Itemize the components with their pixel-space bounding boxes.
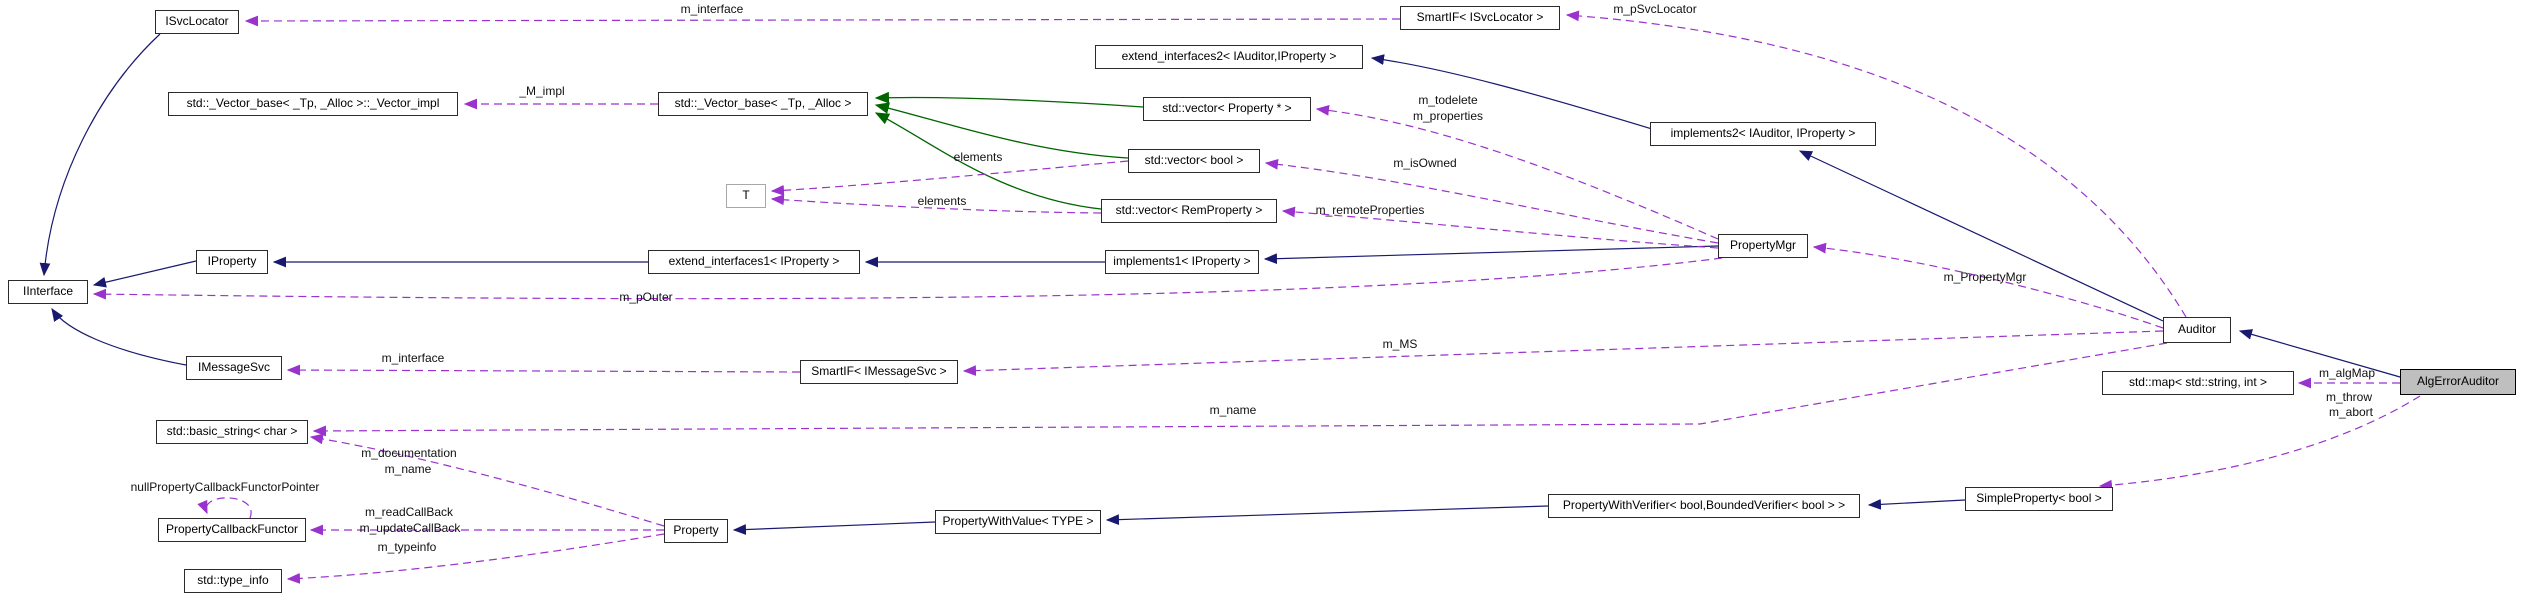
edge-label-m-updatecallback: m_updateCallBack bbox=[359, 521, 461, 535]
node-simpleproperty[interactable]: SimpleProperty< bool > bbox=[1965, 487, 2113, 511]
edge-label-m-interface-svc: m_interface bbox=[680, 2, 744, 16]
protected-inheritance-edges bbox=[874, 91, 1144, 210]
node-propertycallbackfunctor[interactable]: PropertyCallbackFunctor bbox=[158, 518, 306, 542]
edge-label-m-documentation: m_documentation bbox=[361, 446, 457, 460]
node-vector-impl[interactable]: std::_Vector_base< _Tp, _Alloc >::_Vecto… bbox=[168, 92, 458, 116]
edge-label-m-remoteproperties: m_remoteProperties bbox=[1315, 203, 1425, 217]
usage-edges bbox=[92, 10, 2421, 584]
node-iinterface[interactable]: IInterface bbox=[8, 280, 88, 304]
node-template-param-t[interactable]: T bbox=[726, 184, 766, 208]
edge-label-m-typeinfo: m_typeinfo bbox=[377, 540, 437, 554]
edge-label-m-throw: m_throw bbox=[2325, 390, 2373, 404]
edge-label-m-name-property: m_name bbox=[384, 462, 432, 476]
node-implements2[interactable]: implements2< IAuditor, IProperty > bbox=[1650, 122, 1876, 146]
edge-label-m-ms: m_MS bbox=[1382, 337, 1418, 351]
node-algerrorauditor[interactable]: AlgErrorAuditor bbox=[2400, 369, 2516, 395]
node-propertymgr[interactable]: PropertyMgr bbox=[1718, 234, 1808, 258]
edge-label-m-name-auditor: m_name bbox=[1209, 403, 1257, 417]
edge-label-m-psvclocator: m_pSvcLocator bbox=[1613, 2, 1697, 16]
edge-label-elements-rem: elements bbox=[917, 194, 967, 208]
node-extend-interfaces1[interactable]: extend_interfaces1< IProperty > bbox=[648, 250, 860, 274]
node-iproperty[interactable]: IProperty bbox=[196, 250, 268, 274]
node-smartif-isvclocator[interactable]: SmartIF< ISvcLocator > bbox=[1400, 6, 1560, 30]
node-vector-property[interactable]: std::vector< Property * > bbox=[1143, 97, 1311, 121]
edge-label-m-pouter: m_pOuter bbox=[619, 290, 673, 304]
node-vector-remproperty[interactable]: std::vector< RemProperty > bbox=[1101, 199, 1277, 223]
edge-label-nullfunctorptr: nullPropertyCallbackFunctorPointer bbox=[130, 480, 320, 494]
node-auditor[interactable]: Auditor bbox=[2163, 317, 2231, 343]
edge-label-m-readcallback: m_readCallBack bbox=[364, 505, 454, 519]
node-smartif-imessagesvc[interactable]: SmartIF< IMessageSvc > bbox=[800, 360, 958, 384]
edge-label-m-propertymgr: m_PropertyMgr bbox=[1943, 270, 2027, 284]
inheritance-edges bbox=[39, 33, 2401, 535]
edge-label-m-algmap: m_algMap bbox=[2318, 366, 2376, 380]
node-type-info[interactable]: std::type_info bbox=[184, 569, 282, 593]
node-implements1[interactable]: implements1< IProperty > bbox=[1105, 250, 1259, 274]
node-propertywithvalue[interactable]: PropertyWithValue< TYPE > bbox=[935, 510, 1101, 534]
node-basic-string[interactable]: std::basic_string< char > bbox=[156, 420, 308, 444]
node-isvclocator[interactable]: ISvcLocator bbox=[155, 10, 239, 34]
edge-label-m-todelete: m_todelete bbox=[1418, 93, 1478, 107]
edge-label-m-impl: _M_impl bbox=[519, 84, 565, 98]
edge-label-elements-bool: elements bbox=[953, 150, 1003, 164]
edge-label-m-properties: m_properties bbox=[1412, 109, 1484, 123]
node-vector-bool[interactable]: std::vector< bool > bbox=[1128, 149, 1260, 173]
edge-label-m-interface-msg: m_interface bbox=[381, 351, 445, 365]
node-vector-base[interactable]: std::_Vector_base< _Tp, _Alloc > bbox=[658, 92, 868, 116]
node-property[interactable]: Property bbox=[664, 519, 728, 543]
node-std-map[interactable]: std::map< std::string, int > bbox=[2102, 371, 2294, 395]
node-propertywithverifier[interactable]: PropertyWithVerifier< bool,BoundedVerifi… bbox=[1548, 494, 1860, 518]
node-extend-interfaces2[interactable]: extend_interfaces2< IAuditor,IProperty > bbox=[1095, 45, 1363, 69]
edge-label-m-abort: m_abort bbox=[2328, 405, 2374, 419]
node-imessagesvc[interactable]: IMessageSvc bbox=[186, 356, 282, 380]
edge-label-m-isowned: m_isOwned bbox=[1393, 156, 1457, 170]
